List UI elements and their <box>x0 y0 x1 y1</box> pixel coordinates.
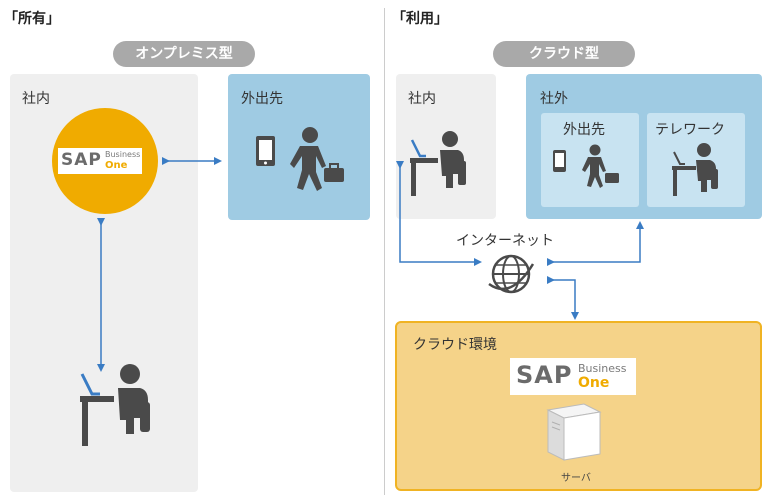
section-title-owned: 「所有」 <box>4 11 60 27</box>
cloud-pill: クラウド型 <box>493 41 635 67</box>
logo-one-text: One <box>105 160 128 171</box>
server-label: サーバ <box>561 473 591 484</box>
arrow-office-internet <box>396 161 482 266</box>
telework-label: テレワーク <box>655 122 725 138</box>
arrow-internet-external <box>547 221 644 266</box>
arrow-internet-cloud <box>547 276 579 320</box>
telework-worker-icon <box>672 143 718 196</box>
office-label-left: 社内 <box>22 91 50 107</box>
logo-business-text-right: Business <box>578 362 627 375</box>
desk-worker-icon-left <box>80 364 150 446</box>
outside-label-left: 外出先 <box>241 91 283 107</box>
section-title-use: 「利用」 <box>392 11 448 27</box>
logo-business-text: Business <box>105 150 141 159</box>
globe-icon <box>488 254 535 294</box>
outside-label-right: 外出先 <box>563 122 605 138</box>
walking-businessman-icon-small <box>582 144 619 188</box>
phone-icon <box>256 136 275 166</box>
phone-icon-small <box>553 150 566 172</box>
office-label-right: 社内 <box>408 91 436 107</box>
section-divider <box>384 8 385 495</box>
external-label-right: 社外 <box>540 91 568 107</box>
logo-sap-text: SAP <box>61 150 102 170</box>
server-icon <box>546 403 602 461</box>
logo-sap-text-right: SAP <box>516 361 573 389</box>
outside-panel-left <box>228 74 370 220</box>
walking-businessman-icon <box>290 127 344 191</box>
sap-business-one-logo-right: SAP Business One <box>510 358 636 395</box>
cloud-environment-label: クラウド環境 <box>413 337 497 353</box>
on-premise-pill: オンプレミス型 <box>113 41 255 67</box>
logo-one-text-right: One <box>578 375 610 391</box>
sap-business-one-logo-left: SAP Business One <box>58 148 142 174</box>
